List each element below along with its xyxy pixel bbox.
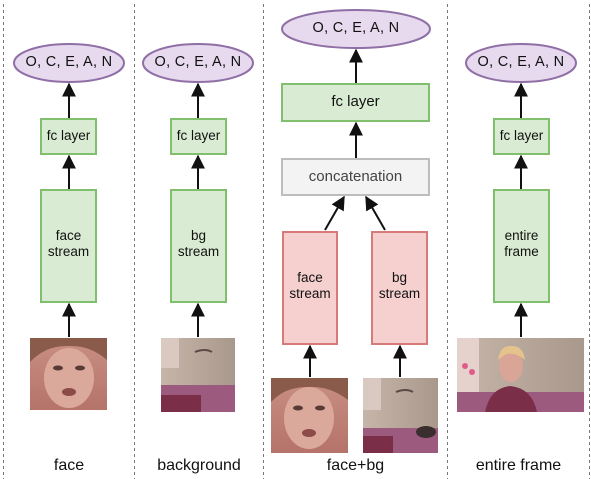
fc-layer-label-face-bg: fc layer [331, 93, 380, 110]
panel-dividers [3, 4, 590, 479]
output-label-background: O, C, E, A, N [154, 54, 242, 70]
face-crop-image-fused [271, 378, 348, 453]
fc-layer-face [40, 118, 97, 155]
output-ellipse-entire [465, 43, 577, 83]
concatenation-label: concatenation [308, 168, 403, 185]
face-stream-box [40, 189, 97, 303]
caption-entire-frame: entire frame [475, 457, 562, 474]
output-label-entire: O, C, E, A, N [477, 54, 565, 70]
arrow-face-stream-to-concat [324, 195, 345, 231]
fc-layer-label-face: fc layer [46, 128, 91, 143]
entire-frame-box [493, 189, 550, 303]
background-crop-image [161, 338, 235, 412]
output-label-face-bg: O, C, E, A, N [312, 20, 400, 36]
caption-face-bg: face+bg [326, 457, 385, 474]
output-label-face: O, C, E, A, N [25, 54, 113, 70]
fc-layer-label-entire: fc layer [499, 128, 544, 143]
bg-stream-box-fused [371, 231, 428, 345]
fc-layer-entire [493, 118, 550, 155]
concatenation-box [281, 158, 430, 196]
output-ellipse-face-bg [281, 9, 431, 49]
fc-layer-label-background: fc layer [176, 128, 221, 143]
background-crop-image-fused [363, 378, 438, 453]
caption-face: face [53, 457, 85, 474]
bg-stream-box [170, 189, 227, 303]
fc-layer-background [170, 118, 227, 155]
face-stream-box-fused [282, 231, 338, 345]
fc-layer-face-bg [281, 83, 430, 122]
output-ellipse-face [13, 43, 125, 83]
arrow-bg-stream-to-concat [365, 195, 386, 231]
face-crop-image [30, 338, 107, 410]
entire-frame-image [457, 338, 584, 412]
caption-background: background [157, 457, 241, 474]
output-ellipse-background [142, 43, 254, 83]
